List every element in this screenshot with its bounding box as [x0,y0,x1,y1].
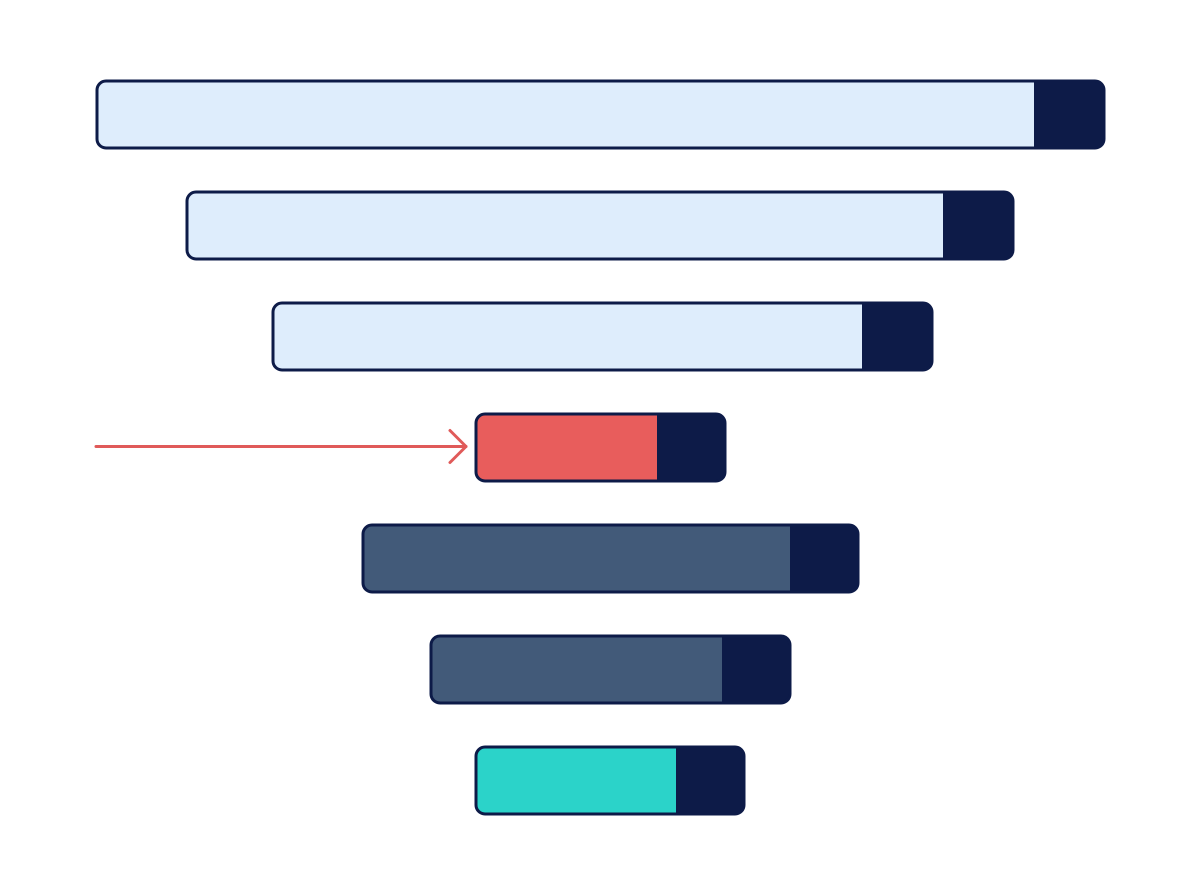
funnel-bar-5 [361,523,860,594]
bar-6-outline [429,634,792,705]
bar-2-outline [185,190,1015,261]
bar-5-outline [361,523,860,594]
funnel-bar-4 [474,412,727,483]
bar-3-body [273,303,932,370]
funnel-bar-1 [95,79,1106,150]
funnel-bar-7 [474,745,746,816]
pointer-arrow-head-icon [448,429,468,464]
bar-2-body [187,192,1013,259]
bar-5-body [363,525,858,592]
bar-1-cap [1034,81,1104,148]
bar-4-outline [474,412,727,483]
bar-3-cap [862,303,932,370]
pointer-arrow [94,429,468,464]
bar-1-body [97,81,1104,148]
bar-4-cap [657,414,725,481]
bar-3-outline [271,301,934,372]
funnel-bar-3 [271,301,934,372]
funnel-bar-6 [429,634,792,705]
bar-6-body [431,636,790,703]
funnel-bar-2 [185,190,1015,261]
bar-5-cap [790,525,858,592]
bar-6-cap [722,636,790,703]
bar-7-cap [676,747,744,814]
bar-7-outline [474,745,746,816]
bar-1-outline [95,79,1106,150]
bar-2-cap [943,192,1013,259]
